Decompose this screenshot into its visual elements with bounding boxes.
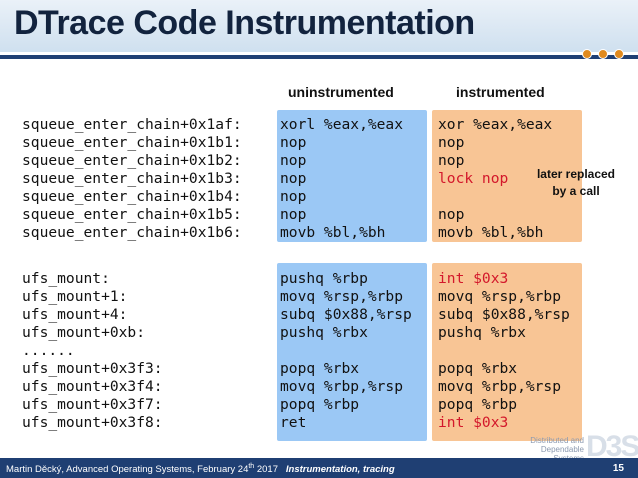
code-line: nop: [438, 152, 465, 169]
code-line: popq %rbp: [438, 396, 518, 413]
footer-text: Martin Děcký, Advanced Operating Systems…: [6, 463, 395, 475]
code-line: movq %rbp,%rsp: [438, 378, 562, 395]
code-line: ret: [280, 414, 307, 431]
logo-line: Distributed and: [530, 436, 584, 445]
decoration-dots: [582, 49, 624, 59]
footer-author: Martin Děcký, Advanced Operating Systems…: [6, 464, 249, 476]
code-line: popq %rbx: [280, 360, 360, 377]
code-line: nop: [280, 206, 307, 223]
code-line: ufs_mount+0x3f3:: [22, 360, 163, 377]
code-line: xorl %eax,%eax: [280, 116, 404, 133]
uninstrumented-block2-bg: [277, 263, 427, 441]
footer-bar: [0, 458, 638, 478]
code-line: squeue_enter_chain+0x1af:: [22, 116, 242, 133]
code-line: squeue_enter_chain+0x1b2:: [22, 152, 242, 169]
slide-header: [0, 0, 638, 52]
code-line: [438, 342, 570, 360]
uninstrumented-heading: uninstrumented: [288, 84, 394, 100]
block2-addresses: ufs_mount:ufs_mount+1:ufs_mount+4:ufs_mo…: [22, 270, 163, 432]
replacement-note: later replaced by a call: [536, 167, 616, 198]
code-line: ufs_mount+1:: [22, 288, 128, 305]
dot-icon: [598, 49, 608, 59]
code-line: pushq %rbx: [438, 324, 526, 341]
code-line: movb %bl,%bh: [280, 224, 386, 241]
code-line: nop: [280, 188, 307, 205]
uninstrumented-block1-bg: [277, 110, 427, 242]
footer-year: 2017: [254, 464, 278, 476]
block1-addresses: squeue_enter_chain+0x1af:squeue_enter_ch…: [22, 116, 242, 242]
header-rule: [0, 55, 638, 59]
footer-topic: Instrumentation, tracing: [285, 464, 395, 476]
code-line: squeue_enter_chain+0x1b4:: [22, 188, 242, 205]
code-line: pushq %rbx: [280, 324, 368, 341]
code-line: nop: [280, 152, 307, 169]
code-line: [280, 342, 412, 360]
code-line: ufs_mount+0x3f8:: [22, 414, 163, 431]
code-line: xor %eax,%eax: [438, 116, 553, 133]
code-line: lock nop: [438, 170, 509, 187]
code-line: ufs_mount+4:: [22, 306, 128, 323]
dot-icon: [582, 49, 592, 59]
code-line: ufs_mount+0x3f7:: [22, 396, 163, 413]
code-line: subq $0x88,%rsp: [280, 306, 412, 323]
d3s-logo: D3S: [586, 430, 638, 463]
code-line: ufs_mount:: [22, 270, 110, 287]
code-line: int $0x3: [438, 270, 509, 287]
code-line: squeue_enter_chain+0x1b3:: [22, 170, 242, 187]
page-number: 15: [612, 463, 624, 474]
code-line: movq %rsp,%rbp: [280, 288, 404, 305]
instrumented-heading: instrumented: [456, 84, 545, 100]
logo-line: Dependable: [540, 445, 584, 454]
code-line: int $0x3: [438, 414, 509, 431]
code-line: ufs_mount+0xb:: [22, 324, 146, 341]
code-line: nop: [280, 170, 307, 187]
dot-icon: [614, 49, 624, 59]
code-line: movb %bl,%bh: [438, 224, 544, 241]
code-line: movq %rbp,%rsp: [280, 378, 404, 395]
footer-sup: th: [248, 463, 255, 470]
code-line: squeue_enter_chain+0x1b5:: [22, 206, 242, 223]
code-line: ufs_mount+0x3f4:: [22, 378, 163, 395]
code-line: squeue_enter_chain+0x1b6:: [22, 224, 242, 241]
instrumented-block1-bg: [432, 110, 582, 242]
code-line: subq $0x88,%rsp: [438, 306, 570, 323]
code-line: pushq %rbp: [280, 270, 368, 287]
code-line: popq %rbx: [438, 360, 518, 377]
instrumented-block2-bg: [432, 263, 582, 441]
code-line: ......: [22, 342, 75, 359]
code-line: movq %rsp,%rbp: [438, 288, 562, 305]
code-line: squeue_enter_chain+0x1b1:: [22, 134, 242, 151]
code-line: popq %rbp: [280, 396, 360, 413]
code-line: nop: [438, 206, 465, 223]
slide-title: DTrace Code Instrumentation: [14, 4, 475, 42]
code-line: nop: [280, 134, 307, 151]
code-line: nop: [438, 134, 465, 151]
